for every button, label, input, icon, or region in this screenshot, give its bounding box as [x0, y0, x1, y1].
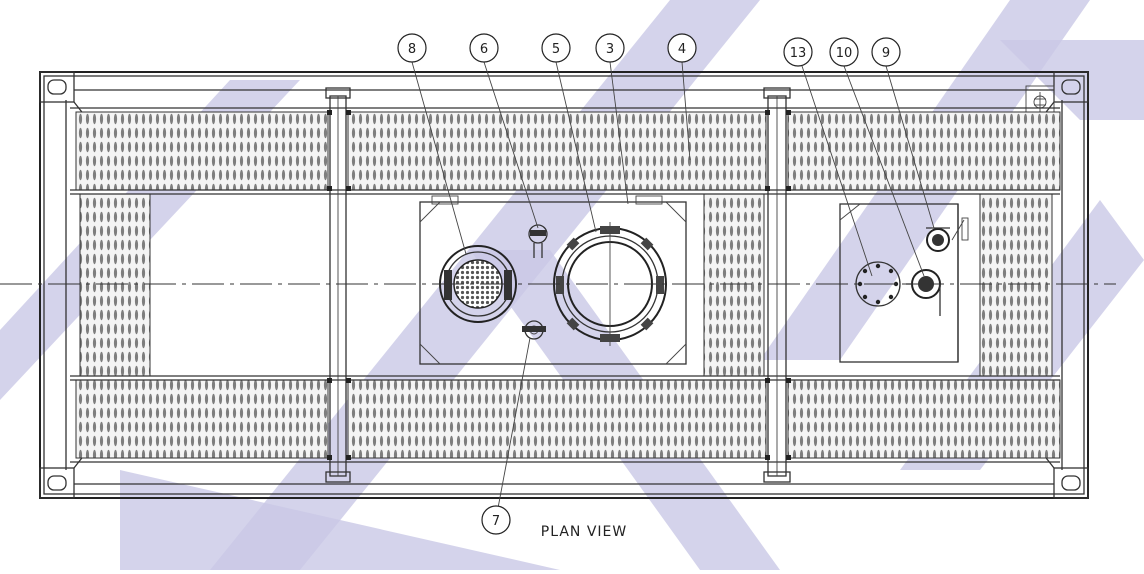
callout-balloon — [829, 37, 859, 67]
valve-item-9 — [926, 227, 950, 252]
callout-5: 5 — [541, 33, 571, 63]
valve-item-7 — [522, 320, 546, 340]
container-frame — [39, 71, 1089, 499]
callout-13: 13 — [783, 37, 813, 67]
callout-label: 9 — [882, 46, 890, 61]
callout-9: 9 — [871, 37, 901, 67]
callout-6: 6 — [469, 33, 499, 63]
callout-balloon — [481, 505, 511, 535]
callout-3: 3 — [595, 33, 625, 63]
callout-balloon — [397, 33, 427, 63]
callout-4: 4 — [667, 33, 697, 63]
callout-label: 6 — [480, 42, 488, 57]
leader-lines — [411, 61, 935, 509]
callout-label: 10 — [836, 46, 853, 61]
walkway-gratings — [70, 107, 1061, 463]
cross-members — [325, 87, 791, 483]
spillbox-center — [419, 195, 687, 365]
callout-balloon — [541, 33, 571, 63]
callout-label: 7 — [492, 514, 500, 529]
callout-label: 13 — [790, 46, 807, 61]
callout-label: 3 — [606, 42, 614, 57]
callout-7: 7 — [481, 505, 511, 535]
callout-label: 4 — [678, 42, 686, 57]
callout-balloon — [595, 33, 625, 63]
callout-10: 10 — [829, 37, 859, 67]
callout-label: 8 — [408, 42, 416, 57]
callout-balloon — [469, 33, 499, 63]
spillbox-right — [839, 203, 969, 363]
view-label: PLAN VIEW — [541, 524, 627, 540]
callout-balloon — [871, 37, 901, 67]
valve-item-6 — [528, 224, 548, 258]
callout-8: 8 — [397, 33, 427, 63]
callout-label: 5 — [552, 42, 560, 57]
callout-balloon — [783, 37, 813, 67]
valve-item-10 — [906, 269, 941, 316]
callouts: 8 6 5 3 4 13 10 9 7 — [397, 33, 901, 535]
callout-balloon — [667, 33, 697, 63]
